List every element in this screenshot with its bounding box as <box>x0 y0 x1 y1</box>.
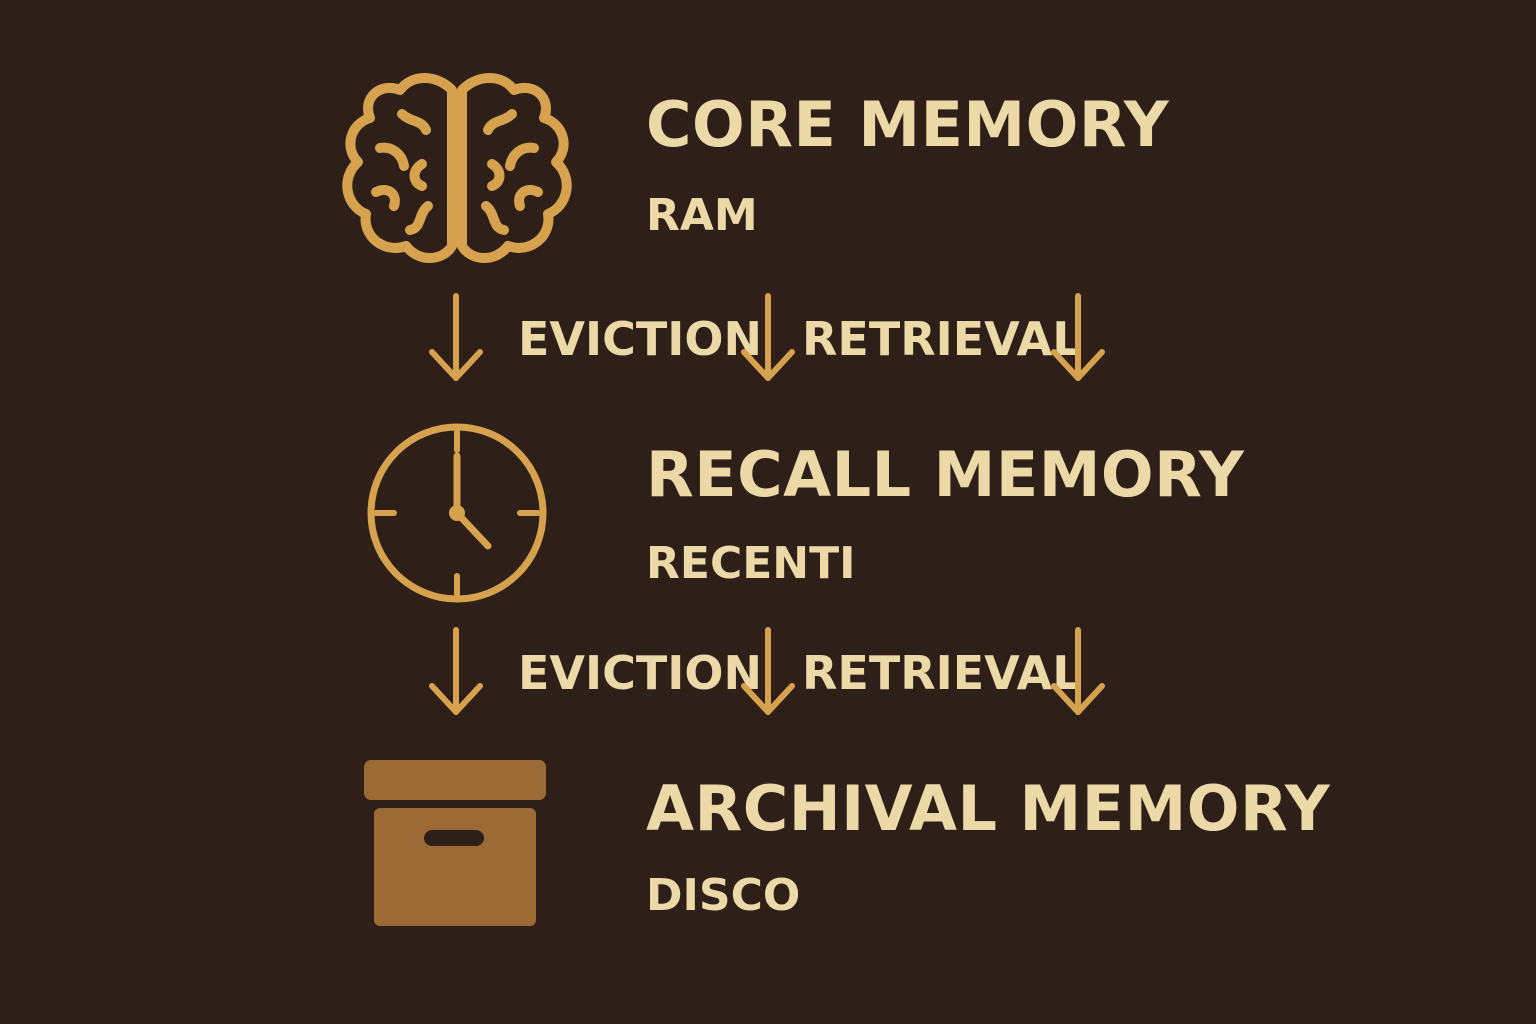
down-arrow-icon <box>429 293 483 381</box>
archive-box-icon <box>364 760 546 926</box>
tier-title-archival: ARCHIVAL MEMORY <box>646 772 1331 845</box>
tier-subtitle-recall: RECENTI <box>646 538 856 589</box>
brain-icon <box>342 73 572 263</box>
retrieval-label: RETRIEVAL <box>802 312 1082 366</box>
down-arrow-icon <box>1051 627 1105 715</box>
flow-row: EVICTION RETRIEVAL <box>0 292 1536 392</box>
down-arrow-icon <box>741 627 795 715</box>
eviction-label: EVICTION <box>518 646 762 700</box>
tier-title-recall: RECALL MEMORY <box>646 438 1245 511</box>
tier-subtitle-core: RAM <box>646 190 758 241</box>
down-arrow-icon <box>429 627 483 715</box>
down-arrow-icon <box>741 293 795 381</box>
tier-subtitle-archival: DISCO <box>646 870 801 921</box>
eviction-label: EVICTION <box>518 312 762 366</box>
clock-icon <box>367 423 547 603</box>
retrieval-label: RETRIEVAL <box>802 646 1082 700</box>
down-arrow-icon <box>1051 293 1105 381</box>
flow-row: EVICTION RETRIEVAL <box>0 626 1536 726</box>
tier-title-core: CORE MEMORY <box>646 88 1170 161</box>
